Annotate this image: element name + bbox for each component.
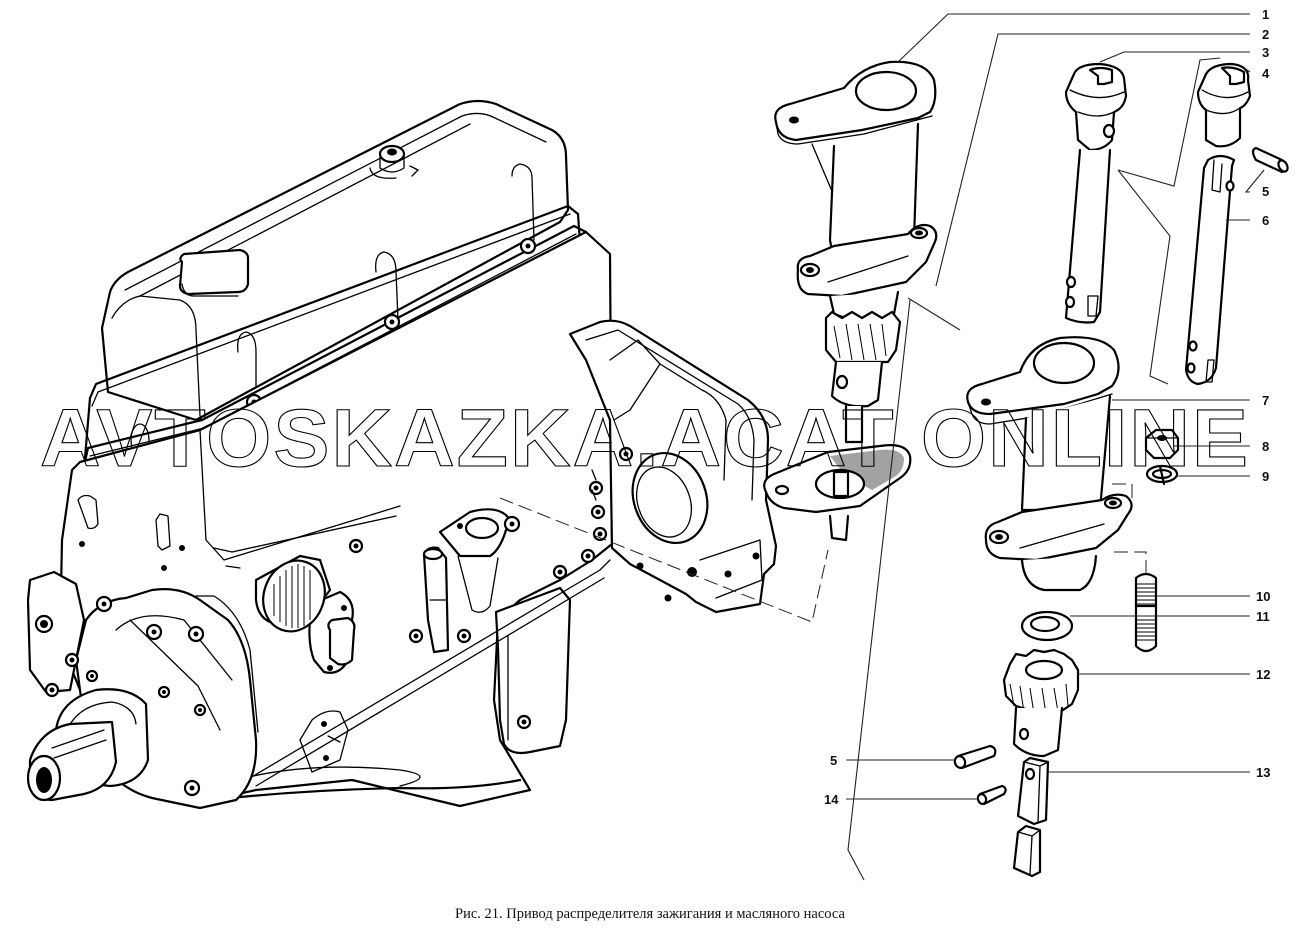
callout-4: 4	[1262, 66, 1270, 81]
callout-5-lower: 5	[830, 753, 837, 768]
part-12-drive-gear	[1002, 648, 1080, 758]
part-5-pin-lower	[953, 744, 997, 770]
figure-caption: Рис. 21. Привод распределителя зажигания…	[455, 906, 845, 922]
part-14-pin	[976, 784, 1007, 806]
watermark-text: AVTOSKAZKA.ACAT ONLINE	[40, 393, 1250, 484]
callout-14: 14	[824, 792, 839, 807]
part-11-washer	[1020, 610, 1074, 642]
part-10-stud	[1134, 572, 1158, 653]
cylinder-block	[26, 230, 614, 810]
callout-2: 2	[1262, 27, 1269, 42]
callout-1: 1	[1262, 7, 1269, 22]
part-6-slotted-shaft	[1184, 154, 1236, 386]
callout-7: 7	[1262, 393, 1269, 408]
part-8-nut	[1144, 428, 1180, 460]
callout-3: 3	[1262, 45, 1269, 60]
callout-13: 13	[1256, 765, 1270, 780]
part-2-drive-shaft-gear	[824, 310, 902, 444]
part-9-spring-washer	[1145, 464, 1179, 486]
part-3-drive-shaft	[1064, 62, 1128, 324]
callout-8: 8	[1262, 439, 1269, 454]
part-7-oil-pump-drive-housing	[966, 336, 1133, 592]
part-4-slotted-coupling	[1196, 62, 1252, 148]
part-5-pin-upper	[1251, 146, 1289, 174]
callout-12: 12	[1256, 667, 1270, 682]
assembly-lines	[499, 57, 1221, 881]
callout-11: 11	[1256, 609, 1270, 624]
gasket	[763, 444, 912, 542]
engine-block	[26, 99, 778, 810]
bell-housing	[568, 319, 778, 614]
callouts: 1 2 3 4 5 6 7 8 9 10 11 12 13 5 14	[824, 7, 1270, 807]
part-1-distributor-drive-housing	[774, 60, 938, 322]
valve-cover	[100, 99, 570, 422]
callout-9: 9	[1262, 469, 1269, 484]
part-13-coupling-block	[1012, 756, 1050, 878]
watermark: AVTOSKAZKA.ACAT ONLINE	[39, 392, 1250, 484]
callout-5-upper: 5	[1262, 184, 1269, 199]
callout-leaders	[846, 13, 1265, 800]
callout-10: 10	[1256, 589, 1270, 604]
callout-6: 6	[1262, 213, 1269, 228]
